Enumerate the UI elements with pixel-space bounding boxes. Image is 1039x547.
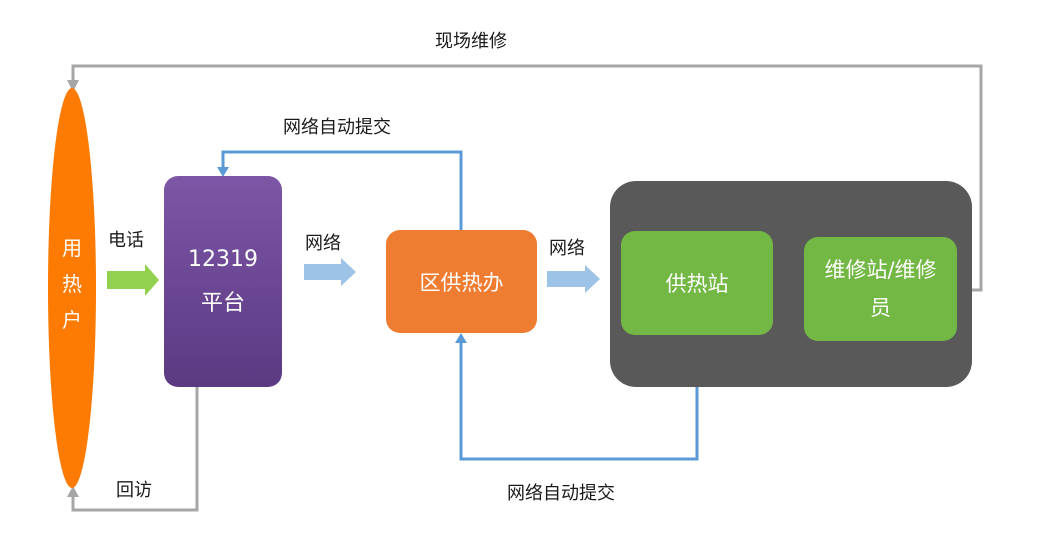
auto-submit-bottom-arrowhead bbox=[455, 333, 467, 343]
district-office-label: 区供热办 bbox=[419, 270, 504, 295]
platform-number: 12319 bbox=[188, 246, 258, 272]
auto-submit-top-label: 网络自动提交 bbox=[283, 117, 391, 138]
user-char-1: 用 bbox=[62, 236, 82, 260]
onsite-repair-label: 现场维修 bbox=[435, 31, 507, 52]
user-char-2: 热 bbox=[62, 272, 82, 296]
onsite-repair-arrowhead bbox=[67, 80, 79, 92]
heating-station-label: 供热站 bbox=[665, 272, 729, 296]
platform-node: 12319 平台 bbox=[164, 176, 282, 387]
heating-station-node: 供热站 bbox=[621, 231, 773, 335]
network-arrow-1 bbox=[304, 258, 356, 286]
auto-submit-top-connector bbox=[221, 150, 463, 230]
auto-submit-bottom-connector bbox=[459, 335, 699, 461]
auto-submit-bottom-label: 网络自动提交 bbox=[507, 483, 615, 504]
onsite-repair-connector bbox=[71, 64, 983, 292]
callback-label: 回访 bbox=[116, 480, 152, 501]
network-label-1: 网络 bbox=[305, 233, 341, 254]
network-arrow-2 bbox=[547, 265, 600, 293]
repair-station-label: 维修站/维修员 bbox=[824, 258, 937, 320]
callback-connector bbox=[71, 387, 199, 512]
repair-station-node: 维修站/维修员 bbox=[804, 237, 957, 341]
platform-label: 平台 bbox=[200, 290, 245, 316]
user-node bbox=[48, 88, 96, 488]
district-office-node: 区供热办 bbox=[386, 230, 537, 333]
user-node-label: 用 热 户 bbox=[48, 230, 96, 338]
auto-submit-top-arrowhead bbox=[217, 167, 229, 177]
network-label-2: 网络 bbox=[549, 238, 585, 259]
user-char-3: 户 bbox=[62, 308, 82, 332]
phone-arrow bbox=[107, 264, 159, 296]
callback-arrowhead bbox=[67, 486, 79, 497]
phone-label: 电话 bbox=[108, 230, 144, 251]
